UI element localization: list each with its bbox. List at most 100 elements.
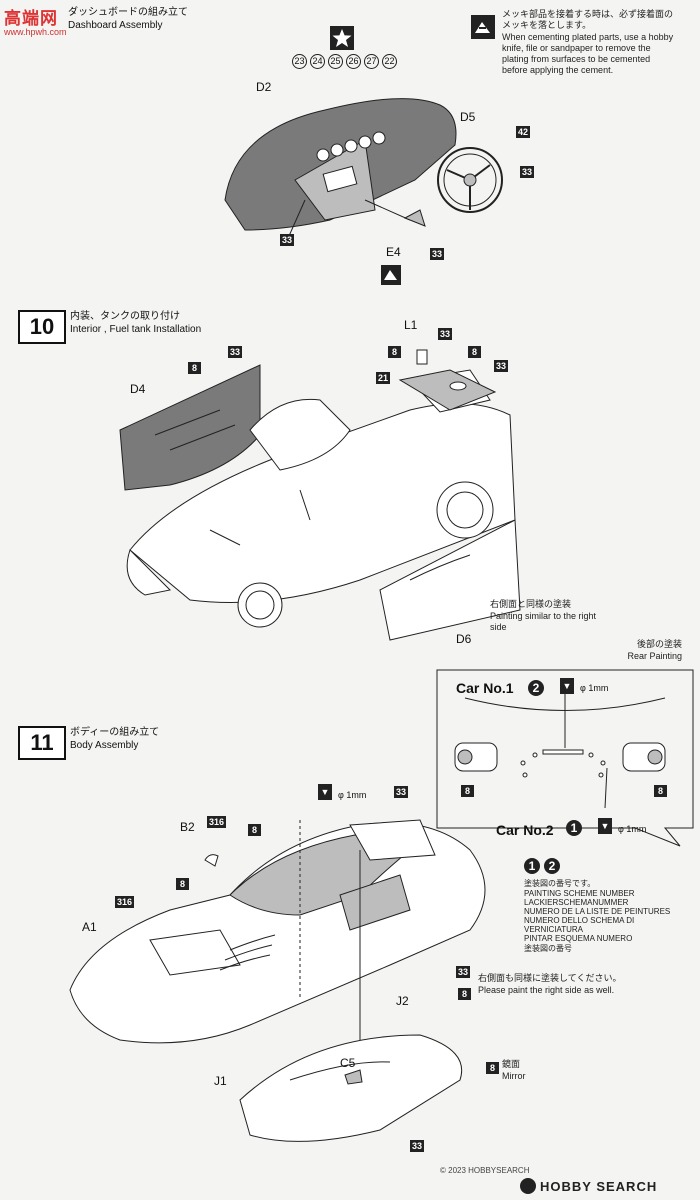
hobby-search-logo-icon [520,1178,536,1194]
car2-scheme-number: 1 [566,820,582,836]
plated-note-jp: メッキ部品を接着する時は、必ず接着面のメッキを落とします。 [502,10,674,31]
footer-brand: HOBBY SEARCH [520,1178,657,1194]
step11-paint-brush-icon: ▼ [318,784,332,800]
step11-diameter: φ 1mm [338,790,367,800]
gauge-27: 27 [364,54,379,69]
color-42-badge: 42 [516,126,531,138]
color-33-badge: 33 [430,248,445,260]
rear-color-8-left: 8 [461,785,474,797]
car2-diameter: φ 1mm [618,824,647,834]
part-j1-label: J1 [214,1074,227,1088]
color-33-badge: 33 [438,328,453,340]
step10-title: 内装、タンクの取り付け Interior , Fuel tank Install… [70,310,201,336]
rear-painting-title-en: Rear Painting [627,651,682,661]
color-316-badge: 316 [115,896,135,908]
car2-paint-brush-icon: ▼ [598,818,612,834]
color-8-badge: 8 [468,346,481,358]
step11-right-side-en: Please paint the right side as well. [478,985,615,995]
color-316-badge: 316 [207,816,227,828]
part-j2-label: J2 [396,994,409,1008]
scheme-line-3: NUMERO DE LA LISTE DE PEINTURES [524,907,671,916]
scheme-line-2: LACKIERSCHEMANUMMER [524,898,629,907]
step11-title: ボディーの組み立て Body Assembly [70,726,159,752]
step10-title-jp: 内装、タンクの取り付け [70,311,180,322]
rear-painting-title: 後部の塗装 Rear Painting [610,640,682,662]
color-8-badge: 8 [248,824,261,836]
mirror-color-8-badge: 8 [486,1062,499,1074]
scheme-num-2: 2 [544,858,560,874]
watermark-brand: 高端网 [4,9,58,29]
color-33-badge: 33 [228,346,243,358]
step10-right-side-jp: 右側面と同様の塗装 [490,600,572,610]
car1-label: Car No.1 [456,680,514,696]
mirror-jp: 鏡面 [502,1060,521,1070]
gauge-23: 23 [292,54,307,69]
interior-drawing [119,349,521,641]
watermark-url: www.hpwh.com [4,27,67,37]
part-a1-label: A1 [82,920,97,934]
step9-title-jp: ダッシュボードの組み立て [68,7,188,18]
star-icon [330,26,354,50]
scheme-line-5: PINTAR ESQUEMA NUMERO [524,934,633,943]
scheme-legend: 1 2 塗装図の番号です。 PAINTING SCHEME NUMBER LAC… [524,858,694,954]
step11-right-side-note: 右側面も同様に塗装してください。 Please paint the right … [478,974,628,996]
step10-right-side-en: Painting similar to the right side [490,611,597,632]
dashboard-drawing [224,98,503,246]
color-33-badge: 33 [520,166,535,178]
step9-title-en: Dashboard Assembly [68,20,163,31]
body-drawing [69,819,486,1142]
plated-small-icon [381,265,401,285]
color-33-badge: 33 [494,360,509,372]
gauge-24: 24 [310,54,325,69]
car1-scheme-number: 2 [528,680,544,696]
color-33-badge: 33 [280,234,295,246]
gauge-26: 26 [346,54,361,69]
plated-warning-icon [471,15,495,39]
color-33-badge: 33 [410,1140,425,1152]
part-b2-label: B2 [180,820,195,834]
step11-title-en: Body Assembly [70,740,139,751]
color-8-badge: 8 [458,988,471,1000]
car1-paint-brush-icon: ▼ [560,678,574,694]
rear-painting-panel [436,669,694,847]
part-d6-label: D6 [456,632,472,646]
step9-title: ダッシュボードの組み立て Dashboard Assembly [68,6,188,32]
gauge-22: 22 [382,54,397,69]
mirror-en: Mirror [502,1071,526,1081]
plated-note-en: When cementing plated parts, use a hobby… [502,32,674,75]
part-c5-label: C5 [340,1056,356,1070]
part-e4-label: E4 [386,245,401,259]
scheme-jp: 塗装図の番号です。 [524,879,596,888]
plated-note: メッキ部品を接着する時は、必ず接着面のメッキを落とします。 When cemen… [502,10,677,76]
rear-painting-title-jp: 後部の塗装 [636,640,682,650]
footer-copyright: © 2023 HOBBYSEARCH [440,1166,530,1175]
part-d4-label: D4 [130,382,146,396]
watermark-logo: 高端网 www.hpwh.com [4,4,67,37]
part-l1-label: L1 [404,318,418,332]
step10-right-side-note: 右側面と同様の塗装 Painting similar to the right … [490,600,610,633]
car2-label: Car No.2 [496,822,554,838]
color-8-badge: 8 [388,346,401,358]
part-d5-label: D5 [460,110,476,124]
step10-title-en: Interior , Fuel tank Installation [70,324,202,335]
scheme-line-1: PAINTING SCHEME NUMBER [524,889,635,898]
gauge-numbers: 23 24 25 26 27 22 [292,54,397,69]
gauge-25: 25 [328,54,343,69]
color-21-badge: 21 [376,372,391,384]
mirror-note: 鏡面 Mirror [502,1060,526,1082]
step11-title-jp: ボディーの組み立て [70,727,160,738]
scheme-line-4: NUMERO DELLO SCHEMA DI VERNICIATURA [524,916,635,934]
car1-diameter: φ 1mm [580,683,609,693]
color-33-badge: 33 [394,786,409,798]
scheme-num-1: 1 [524,858,540,874]
part-d2-label: D2 [256,80,272,94]
step11-right-side-jp: 右側面も同様に塗装してください。 [478,974,622,984]
step10-number: 10 [18,310,66,344]
rear-color-8-right: 8 [654,785,667,797]
step11-number: 11 [18,726,66,760]
footer-brand-text: HOBBY SEARCH [540,1178,658,1194]
color-33-badge: 33 [456,966,471,978]
color-8-badge: 8 [176,878,189,890]
color-8-badge: 8 [188,362,201,374]
scheme-jp2: 塗装図の番号 [524,944,572,953]
